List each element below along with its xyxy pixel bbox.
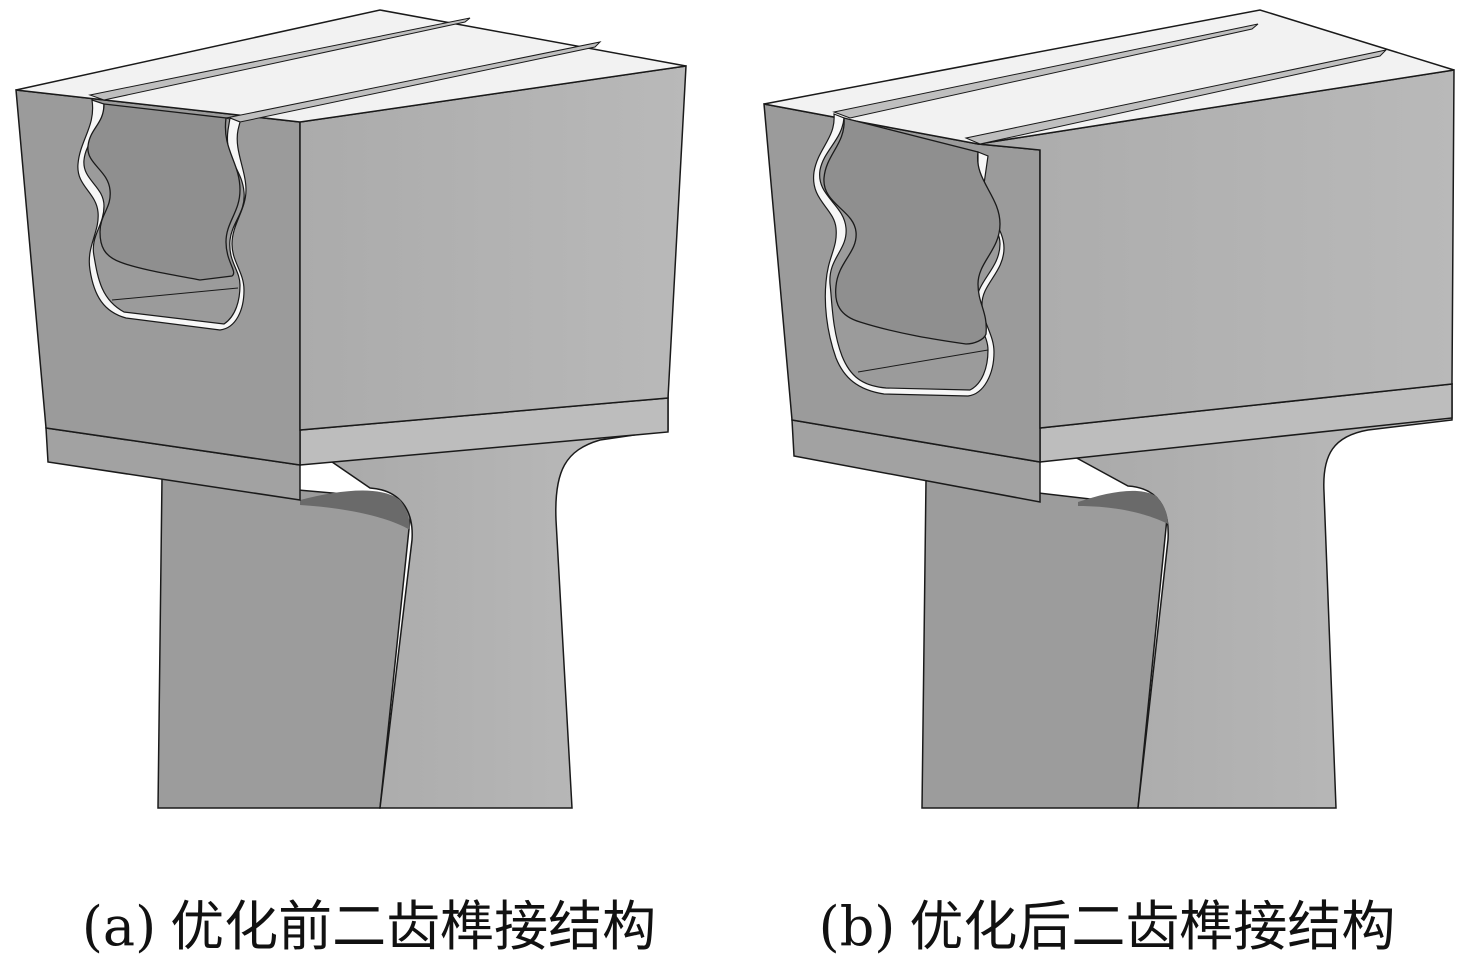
caption-after: (b)优化后二齿榫接结构 — [738, 892, 1476, 962]
tenon-root — [823, 117, 1001, 345]
caption-tag-b: (b) — [818, 895, 896, 958]
block-top-face — [763, 9, 1455, 145]
top-groove-left — [832, 23, 1259, 119]
caption-tag-a: (a) — [81, 895, 157, 958]
fillet-shadow — [300, 490, 410, 530]
top-groove-right — [964, 49, 1388, 145]
shank-front-face — [921, 479, 1169, 809]
block-top-face — [15, 9, 687, 123]
slot-cavity — [77, 99, 247, 331]
two-tooth-joint-model-before — [15, 9, 687, 809]
caption-before: (a)优化前二齿榫接结构 — [0, 892, 738, 962]
panel-before-optimization: (a)优化前二齿榫接结构 — [0, 9, 738, 962]
tenon-root — [87, 103, 241, 281]
two-tooth-joint-model-after — [763, 9, 1455, 809]
top-groove-left — [88, 17, 471, 101]
block-side-face — [299, 65, 687, 431]
panel-after-optimization: (b)优化后二齿榫接结构 — [738, 0, 1476, 967]
caption-text-a: 优化前二齿榫接结构 — [170, 895, 657, 958]
slot-cavity — [813, 113, 1005, 397]
fillet-shadow — [1078, 490, 1168, 524]
shank-front-face — [157, 477, 413, 809]
caption-text-b: 优化后二齿榫接结构 — [909, 895, 1396, 958]
